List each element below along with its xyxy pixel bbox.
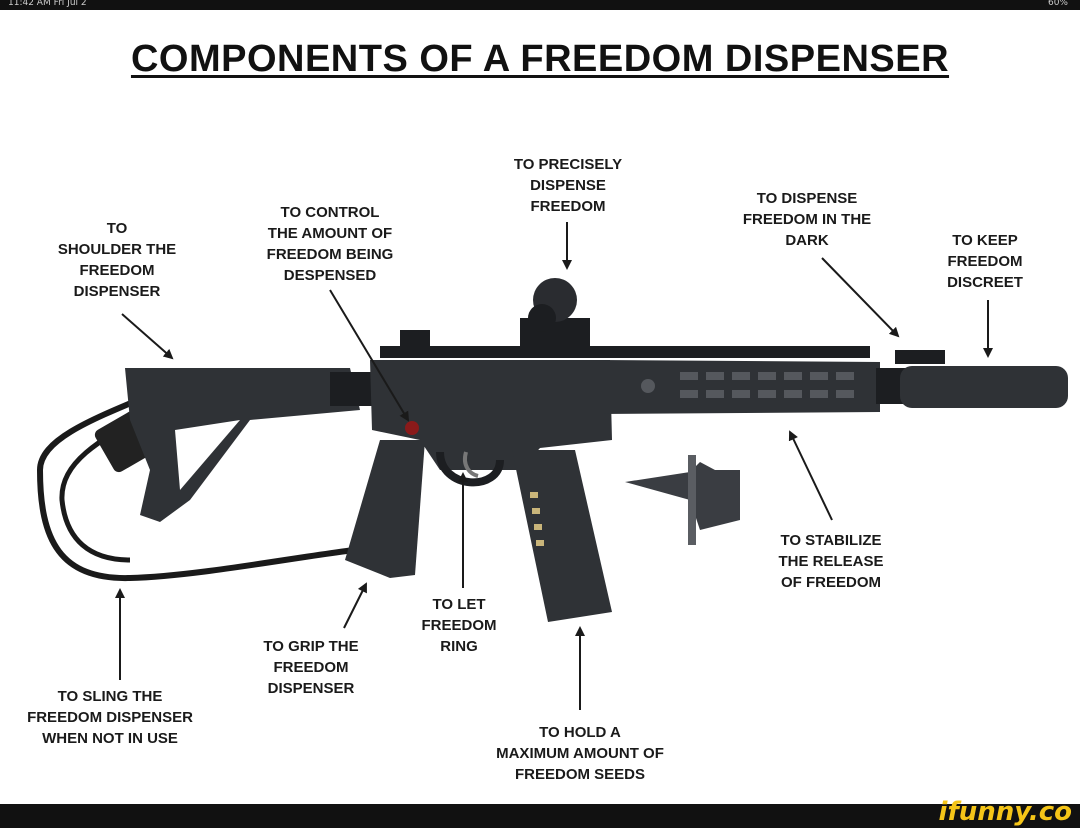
label-magazine: TO HOLD A MAXIMUM AMOUNT OF FREEDOM SEED… (496, 724, 664, 783)
arrow-selector (329, 289, 410, 422)
lower-receiver (370, 360, 612, 470)
label-light: TO DISPENSE FREEDOM IN THE DARK (742, 190, 872, 249)
handguard-slots (680, 372, 854, 398)
label-sling: TO SLING THE FREEDOM DISPENSER WHEN NOT … (27, 688, 193, 747)
optic-turret (528, 304, 556, 332)
status-battery: 60% (1047, 0, 1068, 8)
footer-bar (0, 804, 1080, 828)
trigger (463, 451, 479, 478)
weapon-light (895, 350, 945, 364)
handguard-qd-socket (641, 379, 655, 393)
label-suppressor: TO KEEP FREEDOM DISCREET (947, 232, 1023, 291)
title-text: COMPONENTS OF A FREEDOM DISPENSER (130, 38, 950, 80)
arrow-stock (121, 313, 174, 360)
label-optic: TO PRECISELY DISPENSE FREEDOM (513, 156, 623, 215)
trigger-guard (436, 451, 504, 487)
label-selector: TO CONTROL THE AMOUNT OF FREEDOM BEING D… (266, 204, 394, 284)
sling-strap (36, 392, 371, 582)
status-time: 11:42 AM Fri Jul 2 (8, 0, 87, 8)
status-bar: 11:42 AM Fri Jul 2 60% (0, 0, 1080, 10)
safety-selector (405, 421, 419, 435)
label-handguard: TO STABILIZE THE RELEASE OF FREEDOM (778, 532, 884, 591)
watermark-logo: ifunny.co (938, 797, 1072, 827)
arrow-grip (343, 582, 367, 629)
label-trigger: TO LET FREEDOM RING (421, 596, 497, 655)
arrow-light (821, 257, 900, 338)
page-title: COMPONENTS OF A FREEDOM DISPENSER (0, 38, 1080, 81)
stock-cutout (175, 420, 240, 490)
top-rail (380, 346, 870, 358)
label-grip: TO GRIP THE FREEDOM DISPENSER (263, 638, 359, 697)
label-stock: TO SHOULDER THE FREEDOM DISPENSER (57, 220, 177, 300)
arrow-handguard (788, 430, 833, 521)
magazine-window (530, 492, 544, 546)
accessory-stem (688, 455, 696, 545)
suppressor (900, 366, 1068, 408)
rail-accessory (625, 462, 740, 530)
pistol-grip (345, 440, 425, 578)
